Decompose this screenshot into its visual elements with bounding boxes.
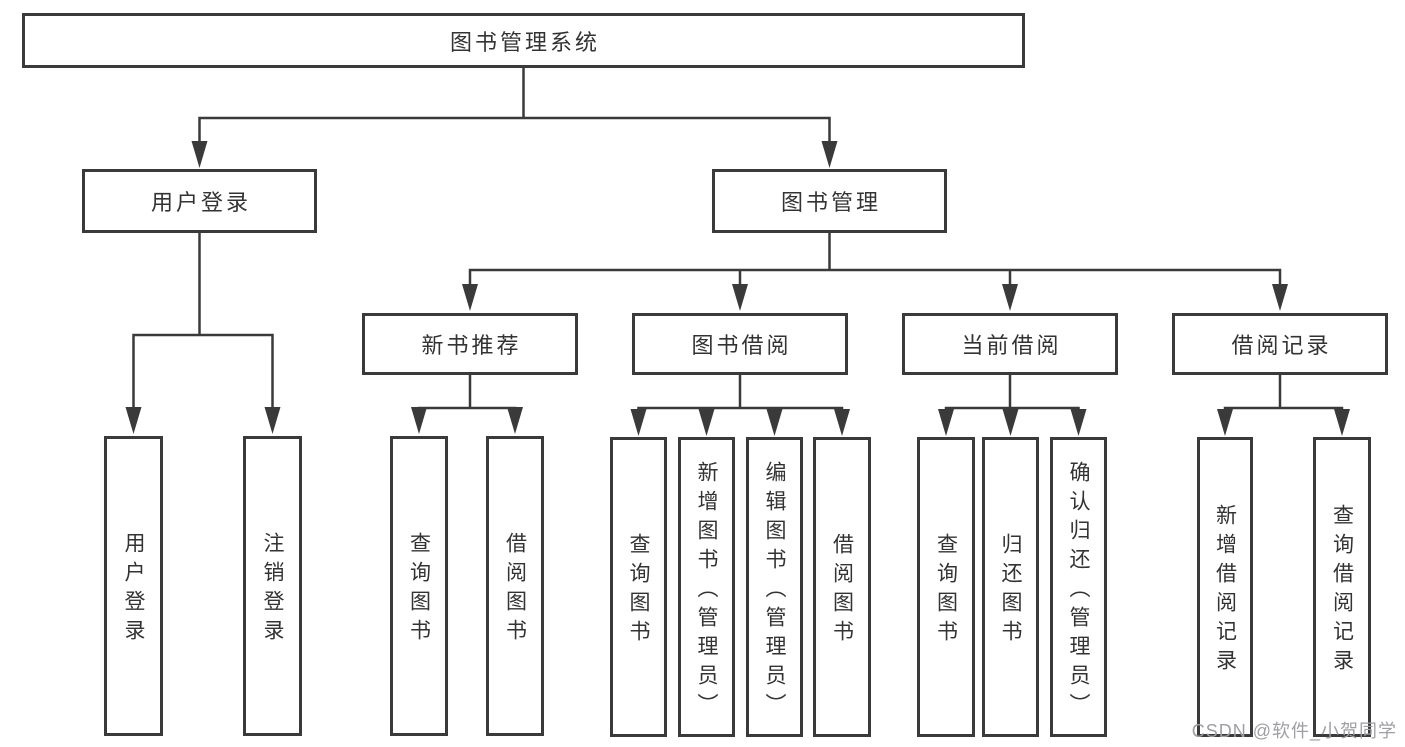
leaf-add-borrow-record-label: 新增借阅记录: [1213, 504, 1237, 678]
leaf-edit-books-admin: 编辑图书（管理员）: [746, 437, 803, 737]
leaf-borrow-books-2: 借阅图书: [813, 437, 871, 737]
csdn-watermark: CSDN @软件_小贺同学: [1191, 721, 1397, 741]
node-book-borrowing: 图书借阅: [632, 313, 848, 375]
leaf-borrow-books-1: 借阅图书: [486, 436, 544, 736]
leaf-borrow-books-2-label: 借阅图书: [830, 533, 854, 649]
leaf-query-borrow-record: 查询借阅记录: [1313, 437, 1371, 737]
leaf-query-books-2-label: 查询图书: [627, 533, 650, 649]
leaf-borrow-books-1-label: 借阅图书: [503, 532, 527, 648]
leaf-add-books-admin-label: 新增图书（管理员）: [695, 460, 718, 722]
node-current-borrowing: 当前借阅: [902, 313, 1118, 375]
node-new-book-recommend-label: 新书推荐: [421, 333, 522, 358]
node-root-label: 图书管理系统: [449, 29, 600, 55]
leaf-query-borrow-record-label: 查询借阅记录: [1330, 504, 1354, 678]
node-user-login: 用户登录: [82, 169, 317, 233]
leaf-confirm-return-admin-label: 确认归还（管理员）: [1067, 460, 1090, 722]
leaf-return-books-label: 归还图书: [999, 533, 1022, 649]
node-book-management-label: 图书管理: [780, 190, 881, 215]
leaf-query-books-1-label: 查询图书: [407, 532, 431, 648]
leaf-query-books-2: 查询图书: [610, 437, 667, 737]
node-current-borrowing-label: 当前借阅: [961, 333, 1062, 358]
leaf-add-borrow-record: 新增借阅记录: [1197, 437, 1253, 737]
node-root: 图书管理系统: [22, 13, 1025, 68]
node-new-book-recommend: 新书推荐: [362, 313, 578, 375]
node-borrow-records: 借阅记录: [1172, 313, 1388, 375]
leaf-query-books-1: 查询图书: [390, 436, 448, 736]
node-borrow-records-label: 借阅记录: [1231, 333, 1332, 358]
leaf-user-login-label: 用户登录: [122, 532, 145, 648]
node-book-borrowing-label: 图书借阅: [691, 333, 792, 358]
leaf-logout-label: 注销登录: [261, 532, 284, 648]
leaf-user-login: 用户登录: [104, 436, 163, 736]
arrowheads: [125, 141, 1350, 436]
node-user-login-label: 用户登录: [150, 190, 251, 215]
leaf-logout: 注销登录: [243, 436, 302, 736]
leaf-add-books-admin: 新增图书（管理员）: [678, 437, 735, 737]
leaf-query-books-3-label: 查询图书: [934, 533, 958, 649]
leaf-query-books-3: 查询图书: [917, 437, 975, 737]
leaf-return-books: 归还图书: [982, 437, 1039, 737]
node-book-management: 图书管理: [712, 169, 947, 233]
leaf-edit-books-admin-label: 编辑图书（管理员）: [763, 460, 786, 722]
leaf-confirm-return-admin: 确认归还（管理员）: [1050, 437, 1107, 737]
